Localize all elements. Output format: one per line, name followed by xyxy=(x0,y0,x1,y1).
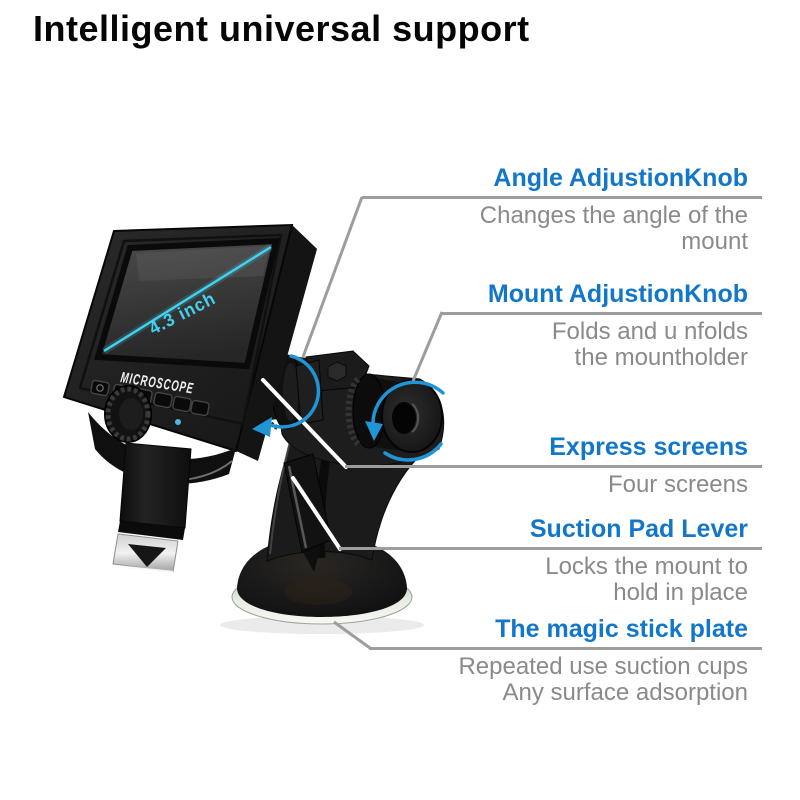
callout-description: Four screens xyxy=(607,471,748,498)
rotation-arrowhead-mount xyxy=(365,421,383,441)
leader-lines xyxy=(261,196,444,650)
knurled-wheel-edge xyxy=(105,386,151,442)
callout-mount-adjustion-knob: Mount AdjustionKnob Folds and u nfolds t… xyxy=(442,281,762,370)
leader-mount-knob xyxy=(411,311,444,382)
power-button xyxy=(90,379,110,397)
leader-magic-plate xyxy=(333,620,371,650)
leader-express-screens xyxy=(261,378,348,469)
power-led xyxy=(175,419,181,425)
leader-suction-lever xyxy=(291,476,342,551)
hinge-nut xyxy=(327,361,347,382)
base-shadow xyxy=(220,616,424,634)
callout-description: Locks the mount to hold in place xyxy=(545,553,748,606)
callout-express-screens: Express screens Four screens xyxy=(345,434,762,498)
callout-description: Changes the angle of the mount xyxy=(479,202,748,255)
knurled-edge xyxy=(345,376,361,447)
rotation-arrow-mount-top xyxy=(371,380,445,429)
callout-suction-pad-lever: Suction Pad Lever Locks the mount to hol… xyxy=(339,516,762,605)
callout-title: Angle AdjustionKnob xyxy=(362,165,762,199)
callout-title: Mount AdjustionKnob xyxy=(442,281,762,315)
leader-angle-knob xyxy=(301,196,364,358)
down-button xyxy=(153,391,173,409)
power-icon xyxy=(96,384,104,392)
callout-angle-adjustion-knob: Angle AdjustionKnob Changes the angle of… xyxy=(362,165,762,254)
callout-title: Suction Pad Lever xyxy=(339,516,762,550)
screen-diagonal-line xyxy=(103,245,272,353)
capture-button xyxy=(190,399,210,417)
rotation-arrowhead-angle xyxy=(252,417,272,437)
callout-title: Express screens xyxy=(345,434,762,468)
callout-magic-stick-plate: The magic stick plate Repeated use sucti… xyxy=(369,616,762,705)
rotation-arrows xyxy=(252,354,445,462)
page-title: Intelligent universal support xyxy=(33,8,530,49)
callout-title: The magic stick plate xyxy=(369,616,762,650)
lens-barrel xyxy=(112,442,192,574)
rotation-arrow-mount-bottom xyxy=(383,442,443,462)
callout-description: Repeated use suction cups Any surface ad… xyxy=(458,653,748,706)
rotation-arrow-angle xyxy=(264,354,321,429)
ok-button xyxy=(172,395,192,413)
focus-wheel xyxy=(104,385,152,443)
callout-description: Folds and u nfolds the mountholder xyxy=(551,318,748,371)
